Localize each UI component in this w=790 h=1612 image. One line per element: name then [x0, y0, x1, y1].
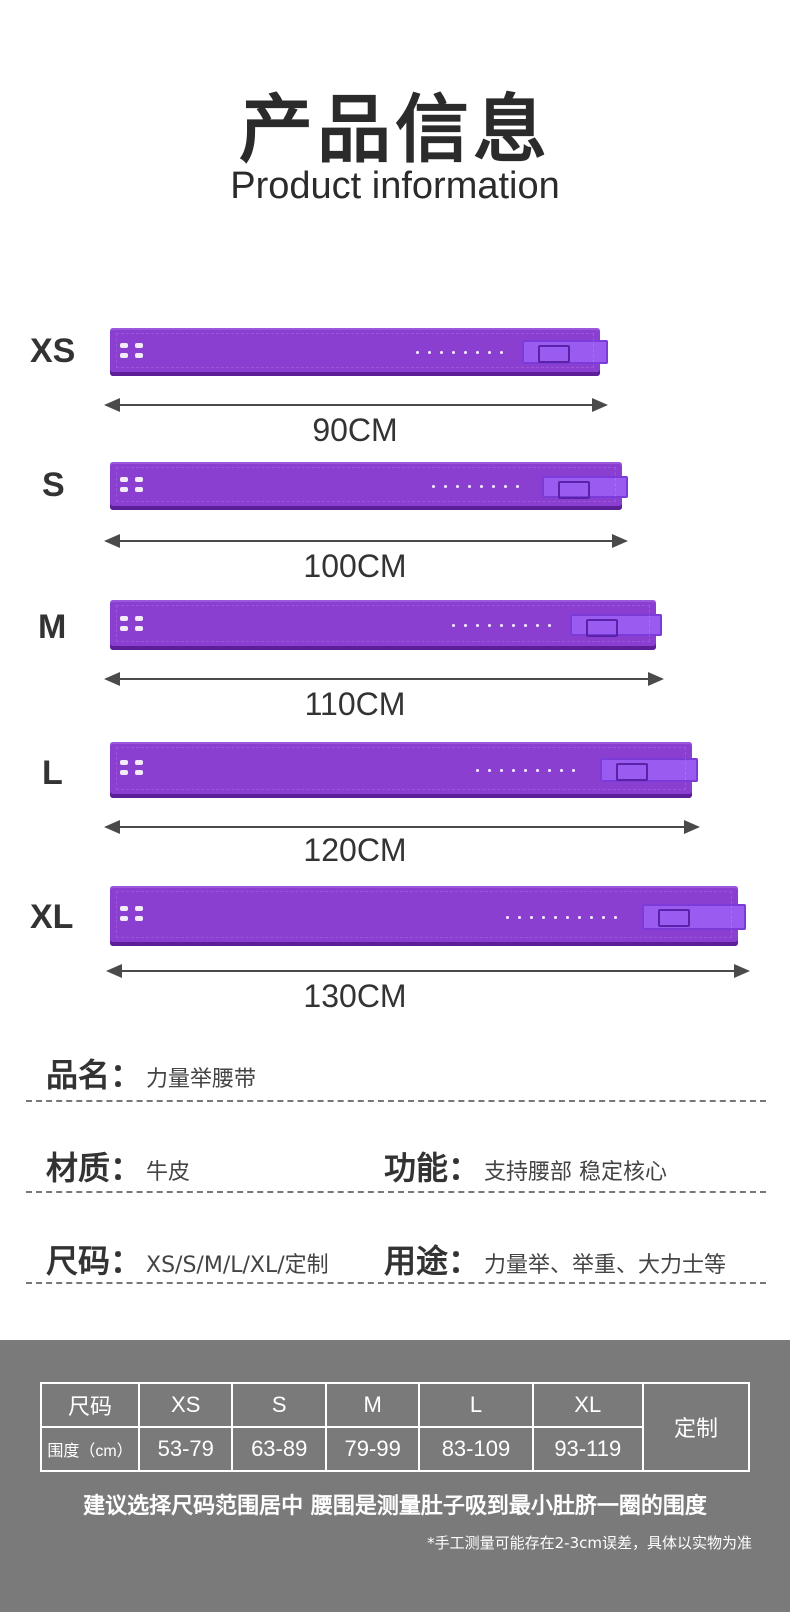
length-label: 90CM — [312, 412, 398, 448]
belt-adjust-holes — [506, 916, 617, 919]
product-name: 品名：力量举腰带 — [46, 1050, 256, 1096]
info-row-size: 尺码：XS/S/M/L/XL/定制 用途：力量举、举重、大力士等 — [26, 1236, 766, 1284]
belt-image — [110, 328, 608, 376]
belt-end-holes — [120, 760, 143, 775]
length-arrow — [104, 534, 628, 548]
table-cell: 83-109 — [418, 1426, 534, 1472]
size-advice: 建议选择尺码范围居中 腰围是测量肚子吸到最小肚脐一圈的围度 — [83, 1494, 707, 1519]
product-name-key: 品名： — [46, 1056, 143, 1094]
material-value: 牛皮 — [146, 1160, 191, 1185]
table-header-cell: XL — [531, 1382, 644, 1428]
table-header-cell: 尺码 — [40, 1382, 140, 1428]
table-cell: 53-79 — [137, 1426, 234, 1472]
belt-adjust-holes — [432, 485, 519, 488]
belt-end-holes — [120, 343, 143, 358]
sizes-key: 尺码： — [46, 1242, 143, 1280]
usage-value: 力量举、举重、大力士等 — [484, 1253, 727, 1278]
table-row: 尺码 XS S M L XL 定制 — [40, 1382, 750, 1472]
buckle-icon — [600, 758, 698, 782]
sizes-value: XS/S/M/L/XL/定制 — [146, 1253, 329, 1278]
size-label: XS — [30, 332, 76, 370]
info-row-name: 品名：力量举腰带 — [26, 1050, 766, 1102]
table-cell: 79-99 — [324, 1426, 421, 1472]
function-key: 功能： — [384, 1149, 481, 1187]
length-arrow — [104, 398, 608, 412]
belt-adjust-holes — [452, 624, 551, 627]
length-label: 120CM — [303, 832, 407, 868]
size-table: 尺码 XS S M L XL 定制 围度（cm） 53-79 63-89 79-… — [40, 1382, 750, 1472]
buckle-icon — [542, 476, 628, 499]
function: 功能：支持腰部 稳定核心 — [384, 1143, 667, 1189]
buckle-icon — [570, 614, 662, 637]
table-row: 围度（cm） 53-79 63-89 79-99 83-109 93-119 — [40, 1426, 749, 1472]
belt-end-holes — [120, 906, 143, 921]
belt-adjust-holes — [476, 769, 575, 772]
size-label: S — [42, 466, 65, 504]
function-value: 支持腰部 稳定核心 — [484, 1160, 668, 1185]
table-cell: 63-89 — [231, 1426, 327, 1472]
table-header-cell: S — [231, 1382, 327, 1428]
info-row-material: 材质：牛皮 功能：支持腰部 稳定核心 — [26, 1143, 766, 1193]
size-label: L — [42, 754, 63, 792]
size-chart-band: 尺码 XS S M L XL 定制 围度（cm） 53-79 63-89 79-… — [0, 1340, 790, 1612]
table-header-cell: XS — [137, 1382, 234, 1428]
belt-image — [110, 600, 662, 650]
size-label: M — [38, 608, 67, 646]
belt-image — [110, 742, 698, 798]
sizes: 尺码：XS/S/M/L/XL/定制 — [46, 1236, 329, 1282]
table-cell: 93-119 — [531, 1426, 644, 1472]
measurement-note: *手工测量可能存在2-3cm误差，具体以实物为准 — [427, 1534, 752, 1552]
belt-image — [110, 462, 628, 510]
usage-key: 用途： — [384, 1242, 481, 1280]
length-label: 110CM — [304, 686, 406, 722]
usage: 用途：力量举、举重、大力士等 — [384, 1236, 726, 1282]
belt-end-holes — [120, 616, 143, 631]
buckle-icon — [642, 904, 746, 930]
material: 材质：牛皮 — [46, 1143, 190, 1189]
length-arrow — [104, 820, 700, 834]
belt-end-holes — [120, 477, 143, 492]
size-label: XL — [30, 898, 74, 936]
product-name-value: 力量举腰带 — [146, 1067, 257, 1092]
page-subtitle: Product information — [230, 165, 560, 207]
belt-image — [110, 886, 746, 946]
page-title: 产品信息 — [239, 87, 551, 173]
table-custom-cell: 定制 — [642, 1382, 750, 1472]
buckle-icon — [522, 340, 608, 364]
length-label: 100CM — [303, 548, 407, 584]
belt-adjust-holes — [416, 351, 503, 354]
table-header-cell: L — [418, 1382, 534, 1428]
length-arrow — [106, 964, 750, 978]
table-header-cell: M — [324, 1382, 421, 1428]
length-label: 130CM — [303, 978, 407, 1014]
table-row-label: 围度（cm） — [40, 1426, 140, 1472]
material-key: 材质： — [46, 1149, 143, 1187]
length-arrow — [104, 672, 664, 686]
